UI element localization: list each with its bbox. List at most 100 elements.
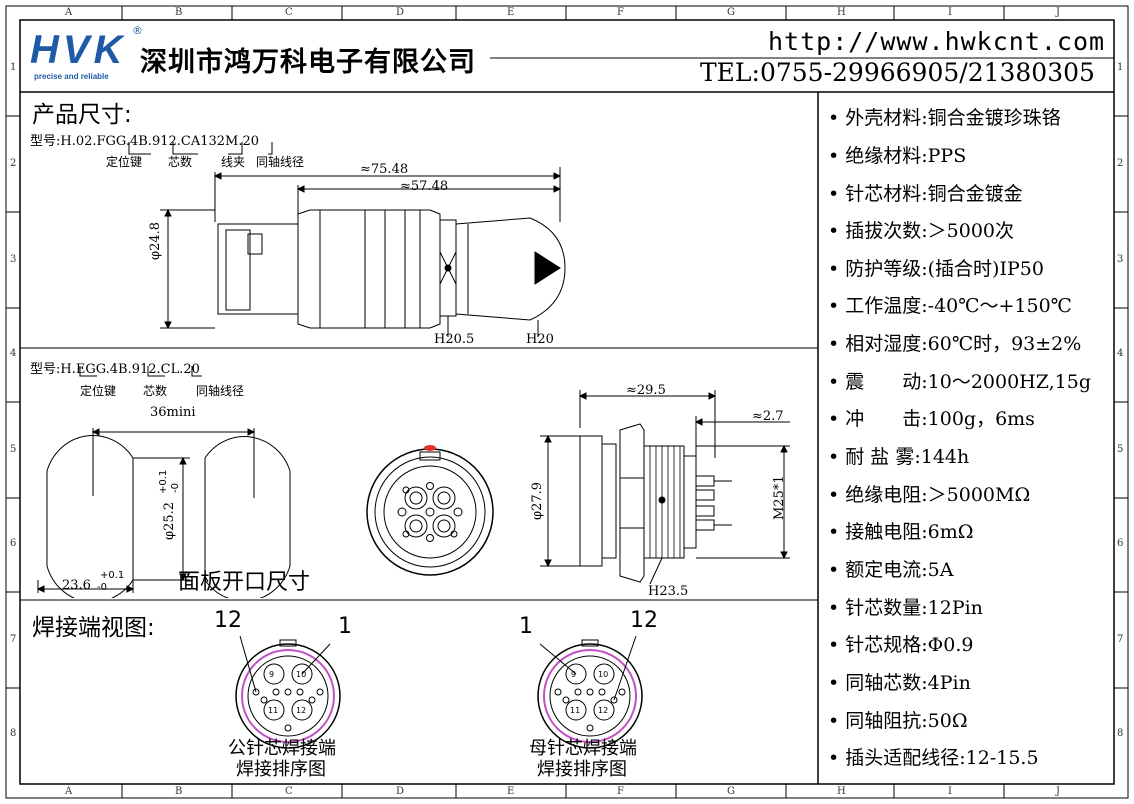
spec-temperature: • 工作温度:-40℃～+150℃ [828, 295, 1072, 317]
grid-row-6: 6 [10, 538, 17, 549]
grid-row-1-right: 1 [1117, 62, 1124, 73]
plug-model: 型号:H.02.FGG.4B.912.CA132M.20 [30, 134, 260, 149]
female-solder-view: 9 10 11 12 [537, 636, 643, 749]
male-caption-line1: 公针芯焊接端 [228, 738, 336, 759]
brand-logo: HVK [30, 28, 127, 72]
panel-height-tol-lower: -0 [170, 483, 181, 493]
plug-hex-1: H20.5 [434, 332, 475, 347]
grid-col-d-bottom: D [396, 786, 405, 797]
female-coax-label-4: 12 [598, 706, 608, 715]
socket-thread: M25*1 [772, 475, 787, 520]
grid-row-2: 2 [10, 158, 17, 169]
male-coax-label-3: 11 [268, 706, 278, 715]
grid-row-8-right: 8 [1117, 728, 1124, 739]
spec-shock: • 冲 击:100g，6ms [828, 408, 1035, 430]
spec-pin-size: • 针芯规格:Φ0.9 [828, 634, 974, 656]
grid-col-g: G [727, 7, 735, 18]
grid-col-i: I [948, 7, 952, 18]
spec-mating-cycles: • 插拔次数:＞5000次 [828, 220, 1015, 242]
female-caption-line1: 母针芯焊接端 [529, 738, 637, 759]
plug-overall-length: ≈75.48 [360, 162, 409, 177]
panel-height: φ25.2 [162, 501, 177, 540]
spec-coax-impedance: • 同轴阻抗:50Ω [828, 710, 968, 732]
panel-cutout-drawing [36, 366, 291, 598]
spec-protection: • 防护等级:(插合时)IP50 [828, 258, 1044, 280]
socket-diameter: φ27.9 [530, 481, 545, 520]
female-coax-label-1: 9 [571, 670, 576, 679]
grid-col-a: A [65, 7, 73, 18]
socket-model: 型号:H.EGG.4B.912.CL.20 [30, 362, 200, 377]
plug-drawing [128, 142, 566, 337]
plug-hex-2: H20 [526, 332, 554, 347]
male-coax-label-1: 9 [269, 670, 274, 679]
panel-width: 23.6 [62, 578, 91, 593]
telephone: TEL:0755-29966905/21380305 [700, 58, 1095, 87]
grid-col-b-bottom: B [175, 786, 183, 797]
male-label-right: 1 [338, 614, 352, 639]
grid-col-d: D [396, 7, 405, 18]
grid-row-2-right: 2 [1117, 158, 1124, 169]
plug-callout-key: 定位键 [106, 155, 143, 169]
grid-col-e: E [507, 7, 515, 18]
panel-width-tol-lower: -0 [97, 582, 107, 593]
spec-insulation-resistance: • 绝缘电阻:＞5000MΩ [828, 484, 1031, 506]
dimensions-title: 产品尺寸: [32, 102, 132, 128]
female-caption-line2: 焊接排序图 [537, 759, 627, 780]
spec-insulator-material: • 绝缘材料:PPS [828, 145, 967, 167]
solder-view-title: 焊接端视图: [32, 615, 155, 641]
grid-row-5: 5 [10, 444, 17, 455]
registered-mark-icon: ® [132, 24, 143, 37]
grid-row-5-right: 5 [1117, 444, 1124, 455]
socket-hex: H23.5 [648, 584, 689, 599]
spec-vibration: • 震 动:10～2000HZ,15g [828, 371, 1091, 393]
spec-salt-spray: • 耐 盐 雾:144h [828, 446, 970, 468]
panel-width-tol-upper: +0.1 [100, 570, 125, 581]
panel-spacing: 36mini [150, 405, 196, 420]
grid-row-8: 8 [10, 728, 17, 739]
grid-row-7: 7 [10, 634, 17, 645]
spec-contact-resistance: • 接触电阻:6mΩ [828, 521, 974, 543]
plug-diameter: φ24.8 [148, 221, 163, 260]
spec-rated-current: • 额定电流:5A [828, 559, 954, 581]
grid-col-c-bottom: C [285, 786, 293, 797]
plug-callout-coax: 同轴线径 [256, 155, 305, 169]
grid-col-f: F [617, 7, 624, 18]
grid-col-h: H [837, 7, 846, 18]
grid-row-6-right: 6 [1117, 538, 1124, 549]
grid-col-h-bottom: H [837, 786, 846, 797]
grid-col-j: J [1056, 7, 1061, 18]
socket-callout-key: 定位键 [80, 384, 117, 398]
male-coax-label-2: 10 [296, 670, 306, 679]
male-caption-line2: 焊接排序图 [236, 759, 326, 780]
female-coax-label-3: 11 [570, 706, 580, 715]
panel-height-tol-upper: +0.1 [158, 469, 169, 494]
keyway-marker [424, 445, 436, 451]
grid-col-f-bottom: F [617, 786, 624, 797]
plug-callout-pins: 芯数 [168, 155, 193, 169]
female-label-left: 1 [519, 614, 533, 639]
grid-row-1: 1 [10, 62, 17, 73]
socket-length: ≈29.5 [626, 383, 666, 398]
spec-cable-range: • 插头适配线径:12-15.5 [828, 747, 1039, 769]
female-label-right: 12 [630, 608, 658, 633]
male-coax-label-4: 12 [296, 706, 306, 715]
grid-col-c: C [285, 7, 293, 18]
website-url[interactable]: http://www.hwkcnt.com [768, 27, 1106, 56]
grid-col-i-bottom: I [948, 786, 952, 797]
grid-row-7-right: 7 [1117, 634, 1124, 645]
plug-callout-clamp: 线夹 [221, 155, 246, 169]
grid-row-3: 3 [10, 254, 17, 265]
grid-row-4: 4 [10, 348, 17, 359]
grid-col-b: B [175, 7, 183, 18]
plug-body-length: ≈57.48 [400, 179, 449, 194]
grid-row-4-right: 4 [1117, 348, 1124, 359]
socket-side-drawing [540, 390, 790, 585]
company-name: 深圳市鸿万科电子有限公司 [140, 47, 476, 78]
socket-callout-coax: 同轴线径 [196, 384, 245, 398]
spec-pin-count: • 针芯数量:12Pin [828, 597, 983, 619]
female-coax-label-2: 10 [598, 670, 608, 679]
panel-cutout-caption: 面板开口尺寸 [178, 570, 311, 595]
spec-humidity: • 相对湿度:60℃时，93±2% [828, 333, 1082, 355]
spec-contact-material: • 针芯材料:铜合金镀金 [828, 183, 1023, 205]
